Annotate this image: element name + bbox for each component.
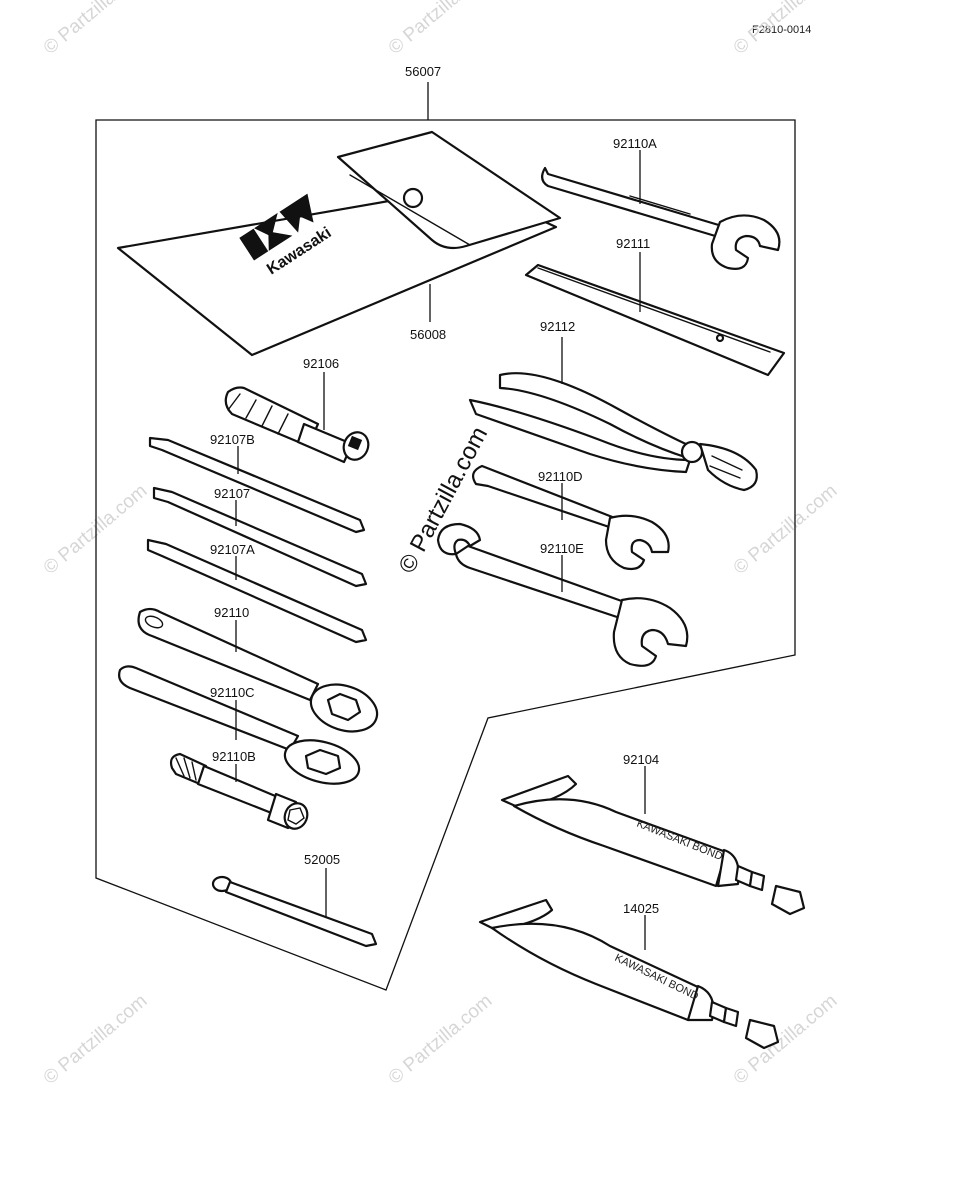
ring-spanner-92110c [118,665,361,785]
label-92110: 92110 [214,605,249,620]
tool-pouch: Kawasaki [116,130,562,357]
label-92110b: 92110B [212,749,256,764]
screwdriver-shaft-92107a [146,538,368,644]
label-92107: 92107 [214,486,250,501]
label-92110a: 92110A [613,136,657,151]
figure-code: F2810-0014 [752,24,811,36]
kit-boundary [95,119,796,991]
label-92112: 92112 [540,319,575,334]
label-56007: 56007 [405,64,441,79]
label-92104: 92104 [623,752,659,767]
label-92106: 92106 [303,356,339,371]
open-wrench-92110d [472,464,670,571]
watermark-6: © Partzilla.com [40,990,152,1088]
screwdriver-handle-92106 [224,386,370,464]
label-56008: 56008 [410,327,446,342]
spark-plug-rod-52005 [211,875,378,948]
watermark-5: © Partzilla.com [730,480,842,578]
label-92107a: 92107A [210,542,255,557]
ring-wrench-92110 [137,607,379,733]
label-92110c: 92110C [210,685,255,700]
box-spanner-92110b [169,752,309,830]
label-92111: 92111 [616,236,650,251]
watermark-7: © Partzilla.com [385,990,497,1088]
watermark-1: © Partzilla.com [40,0,152,59]
label-14025: 14025 [623,901,659,916]
label-52005: 52005 [304,852,340,867]
bond-tube-92104: KAWASAKI BOND [500,774,806,916]
open-wrench-92110e [436,522,689,667]
label-92110e: 92110E [540,541,584,556]
pliers-92112 [468,372,758,492]
screwdriver-shaft-92107b [148,436,366,534]
open-wrench-92110a [541,166,781,270]
label-92110d: 92110D [538,469,583,484]
screwdriver-shaft-92107 [152,486,368,588]
watermark-8: © Partzilla.com [730,990,842,1088]
flat-bar-92111 [524,263,786,377]
watermark-2: © Partzilla.com [385,0,497,59]
label-92107b: 92107B [210,432,255,447]
bond-tube-14025: KAWASAKI BOND [478,898,780,1050]
